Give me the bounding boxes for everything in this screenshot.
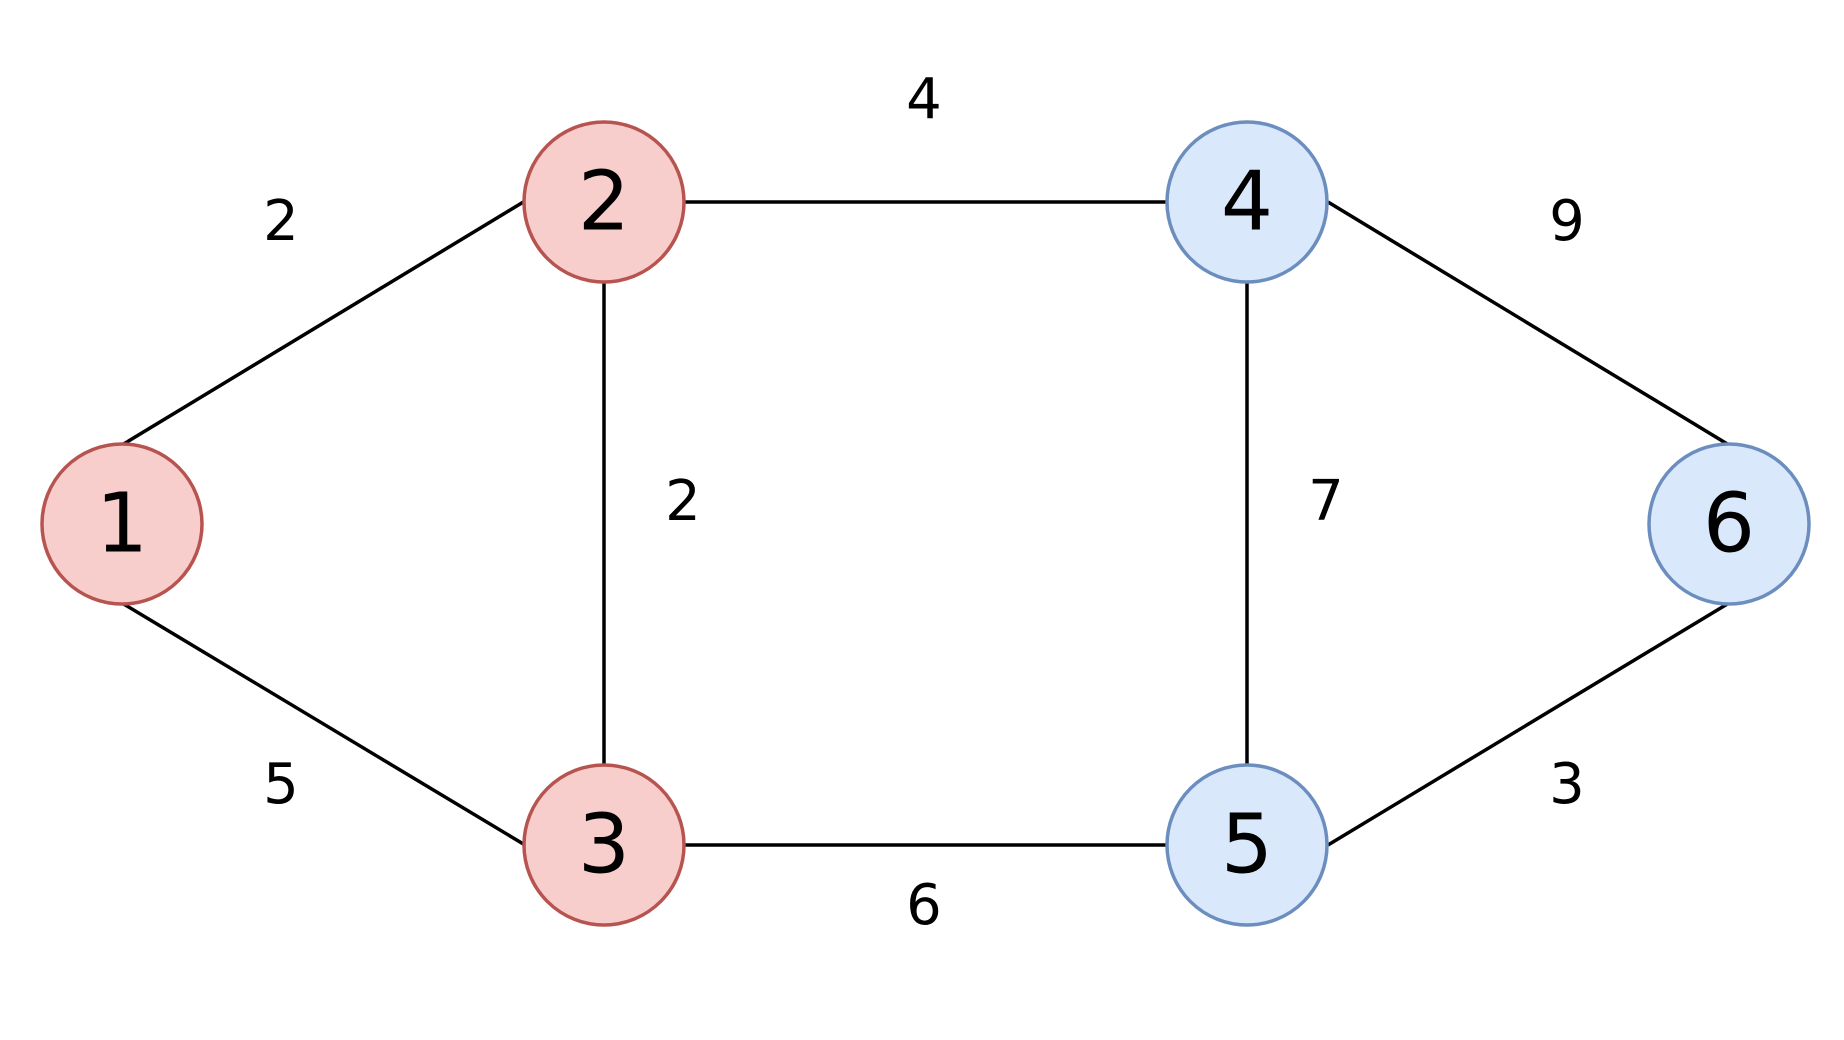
- edge-weight-5-6: 3: [1549, 752, 1585, 817]
- edge-weight-4-6: 9: [1549, 189, 1585, 254]
- edge-1-3: [121, 601, 526, 847]
- node-2: 2: [522, 120, 686, 284]
- edge-weight-1-3: 5: [263, 752, 299, 817]
- edge-4-6: [1327, 200, 1730, 447]
- node-label-5: 5: [1221, 798, 1273, 893]
- node-6: 6: [1647, 442, 1811, 606]
- node-1: 1: [40, 442, 204, 606]
- edge-1-2: [121, 199, 526, 447]
- node-label-4: 4: [1221, 155, 1273, 250]
- edge-weight-2-3: 2: [665, 469, 701, 534]
- edge-weight-2-4: 4: [906, 67, 942, 132]
- edge-weight-4-5: 7: [1308, 469, 1344, 534]
- node-label-6: 6: [1703, 477, 1755, 572]
- node-label-2: 2: [578, 155, 630, 250]
- edge-weight-3-5: 6: [906, 873, 942, 938]
- node-4: 4: [1165, 120, 1329, 284]
- node-label-3: 3: [578, 798, 630, 893]
- node-label-1: 1: [96, 477, 148, 572]
- edge-5-6: [1327, 601, 1730, 847]
- edge-weight-1-2: 2: [263, 189, 299, 254]
- node-3: 3: [522, 763, 686, 927]
- node-5: 5: [1165, 763, 1329, 927]
